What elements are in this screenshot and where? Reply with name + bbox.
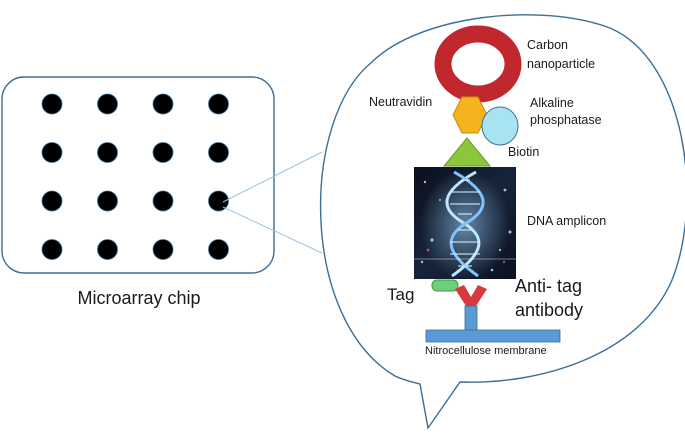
chip-spot — [208, 142, 229, 163]
chip-spot — [152, 93, 174, 115]
tag-label: Tag — [387, 285, 414, 304]
alkaline-label-line1: Alkaline — [530, 96, 574, 110]
chip-spot — [41, 190, 63, 212]
chip-spot — [97, 190, 118, 212]
anti-tag-antibody — [455, 285, 487, 331]
microarray-chip — [1, 76, 275, 274]
antitag-label-line1: Anti- tag — [515, 276, 582, 296]
chip-spot — [97, 93, 118, 115]
chip-spot — [152, 190, 174, 212]
chip-spot — [41, 142, 63, 163]
dna-label: DNA amplicon — [527, 214, 606, 228]
biotin-label: Biotin — [508, 145, 539, 159]
dna-amplicon-image — [414, 167, 516, 280]
chip-spot — [208, 93, 229, 115]
chip-spot — [152, 142, 174, 163]
carbon-label-line2: nanoparticle — [527, 57, 595, 71]
biotin-triangle — [442, 137, 492, 167]
alkaline-label-line2: phosphatase — [530, 113, 602, 127]
chip-spot — [41, 93, 63, 115]
chip-spot — [97, 142, 118, 163]
tag-pill — [431, 279, 459, 292]
neutravidin-hexagon — [452, 96, 488, 134]
chip-spot — [41, 239, 63, 260]
zoom-line-upper — [222, 151, 323, 203]
nitrocellulose-membrane-bar — [425, 329, 561, 343]
antitag-label-line2: antibody — [515, 300, 583, 320]
neutravidin-label: Neutravidin — [369, 95, 432, 109]
chip-spot — [208, 239, 229, 260]
chip-outline — [1, 76, 275, 274]
zoom-line-lower — [222, 206, 323, 254]
chip-label: Microarray chip — [77, 288, 200, 308]
membrane-label: Nitrocellulose membrane — [425, 345, 547, 357]
carbon-nanoparticle — [434, 25, 522, 103]
chip-spot-grid — [41, 93, 229, 260]
chip-spot — [152, 239, 174, 260]
carbon-label-line1: Carbon — [527, 38, 568, 52]
chip-spot — [97, 239, 118, 260]
chip-spot — [208, 190, 229, 212]
alkaline-phosphatase-circle — [481, 106, 519, 146]
